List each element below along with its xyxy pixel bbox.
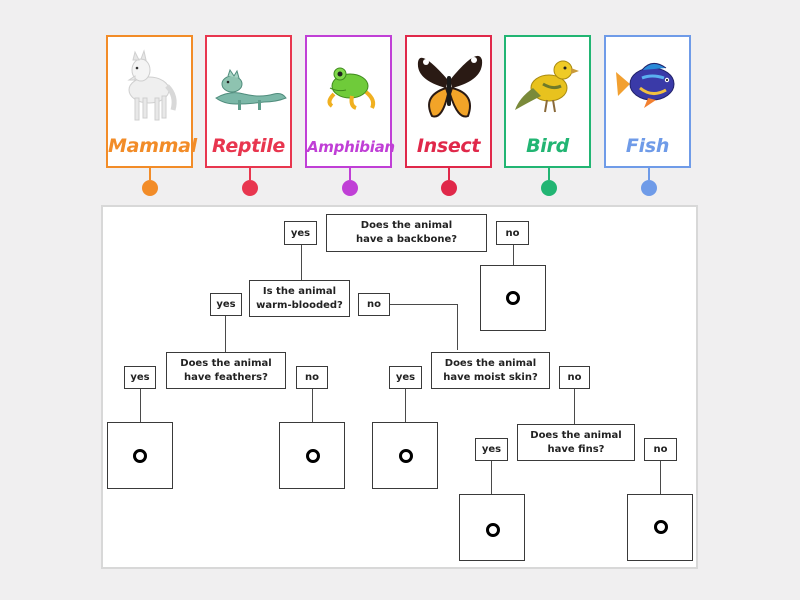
decision-tree-board: yes Does the animal have a backbone? no … bbox=[101, 205, 698, 569]
drag-handle-bird[interactable] bbox=[541, 180, 557, 196]
slot-marker bbox=[133, 449, 147, 463]
question-fins: Does the animal have fins? bbox=[517, 424, 635, 461]
card-label: Fish bbox=[625, 135, 670, 157]
tree-line bbox=[387, 304, 457, 305]
tree-line bbox=[140, 387, 141, 423]
slot-marker bbox=[654, 520, 668, 534]
drag-handle-reptile[interactable] bbox=[242, 180, 258, 196]
green-frog-icon bbox=[307, 41, 390, 127]
connector-stem bbox=[548, 168, 550, 180]
answer-slot[interactable] bbox=[107, 422, 173, 489]
connector-stem bbox=[149, 168, 151, 180]
drag-handle-fish[interactable] bbox=[641, 180, 657, 196]
tree-line bbox=[225, 304, 226, 352]
no-label: no bbox=[296, 366, 328, 389]
connector-stem bbox=[349, 168, 351, 180]
yes-label: yes bbox=[389, 366, 422, 389]
answer-slot[interactable] bbox=[372, 422, 438, 489]
drag-handle-insect[interactable] bbox=[441, 180, 457, 196]
iguana-icon bbox=[207, 41, 290, 127]
no-label: no bbox=[496, 221, 529, 245]
card-label: Bird bbox=[526, 135, 569, 157]
card-insect[interactable]: Insect bbox=[405, 35, 492, 168]
drag-handle-amphibian[interactable] bbox=[342, 180, 358, 196]
answer-slot[interactable] bbox=[279, 422, 345, 489]
no-label: no bbox=[358, 293, 390, 316]
card-label: Mammal bbox=[108, 135, 197, 157]
tree-line bbox=[491, 459, 492, 495]
card-mammal[interactable]: Mammal bbox=[106, 35, 197, 168]
tree-line bbox=[513, 238, 514, 266]
question-warm-blooded: Is the animal warm-blooded? bbox=[249, 280, 350, 317]
no-label: no bbox=[559, 366, 590, 389]
answer-slot[interactable] bbox=[480, 265, 546, 331]
card-label: Reptile bbox=[211, 135, 286, 157]
slot-marker bbox=[486, 523, 500, 537]
yes-label: yes bbox=[475, 438, 508, 461]
connector-stem bbox=[448, 168, 450, 180]
card-bird[interactable]: Bird bbox=[504, 35, 591, 168]
question-feathers: Does the animal have feathers? bbox=[166, 352, 286, 389]
card-label: Amphibian bbox=[307, 138, 395, 156]
drag-handle-mammal[interactable] bbox=[142, 180, 158, 196]
yes-label: yes bbox=[284, 221, 317, 245]
connector-stem bbox=[249, 168, 251, 180]
slot-marker bbox=[506, 291, 520, 305]
white-wolf-icon bbox=[108, 41, 191, 127]
tree-line bbox=[312, 387, 313, 423]
slot-marker bbox=[399, 449, 413, 463]
tree-line bbox=[574, 387, 575, 424]
card-amphibian[interactable]: Amphibian bbox=[305, 35, 395, 168]
card-label: Insect bbox=[416, 135, 481, 157]
butterfly-icon bbox=[407, 41, 490, 127]
yes-label: yes bbox=[124, 366, 156, 389]
tree-line bbox=[405, 387, 406, 423]
no-label: no bbox=[644, 438, 677, 461]
tree-line bbox=[660, 459, 661, 495]
question-moist-skin: Does the animal have moist skin? bbox=[431, 352, 550, 389]
tree-line bbox=[457, 304, 458, 350]
card-fish[interactable]: Fish bbox=[604, 35, 691, 168]
answer-slot[interactable] bbox=[627, 494, 693, 561]
yes-label: yes bbox=[210, 293, 242, 316]
tree-line bbox=[301, 234, 302, 282]
tropical-fish-icon bbox=[606, 41, 689, 127]
slot-marker bbox=[306, 449, 320, 463]
card-reptile[interactable]: Reptile bbox=[205, 35, 292, 168]
yellow-bird-icon bbox=[506, 41, 589, 127]
answer-slot[interactable] bbox=[459, 494, 525, 561]
connector-stem bbox=[648, 168, 650, 180]
question-backbone: Does the animal have a backbone? bbox=[326, 214, 487, 252]
